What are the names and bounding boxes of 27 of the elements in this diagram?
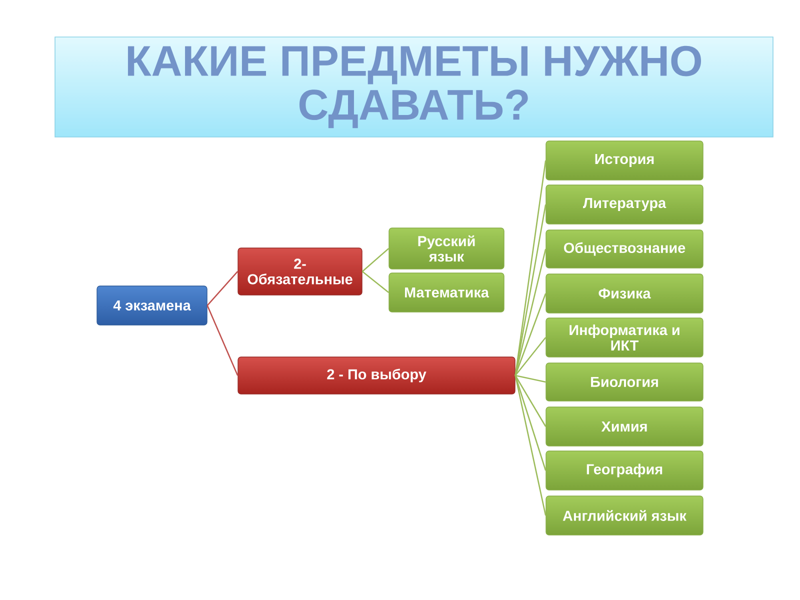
connector-line: [515, 374, 546, 383]
subject-box: Математика: [388, 272, 504, 312]
connector-line: [206, 271, 238, 306]
connector-line: [514, 375, 546, 427]
subject-box: Биология: [546, 362, 704, 402]
connector-line: [514, 375, 546, 471]
title-banner: КАКИЕ ПРЕДМЕТЫ НУЖНО СДАВАТЬ?: [54, 36, 774, 138]
connector-line: [514, 248, 546, 376]
subject-box: Обществознание: [546, 230, 704, 268]
subject-box: Литература: [546, 184, 704, 224]
subject-box: История: [546, 140, 704, 180]
category-box: 2- Обязательные: [238, 248, 362, 296]
connector-line: [514, 204, 546, 376]
root-box: 4 экзамена: [96, 286, 208, 326]
subject-box: Химия: [546, 406, 704, 446]
subject-box: Русский язык: [388, 228, 504, 270]
subject-box: Информатика и ИКТ: [546, 318, 704, 358]
connector-line: [362, 270, 390, 293]
connector-line: [514, 375, 546, 516]
category-box: 2 - По выбору: [238, 356, 516, 394]
subject-box: Английский язык: [546, 496, 704, 536]
connector-line: [514, 293, 546, 376]
connector-line: [514, 337, 546, 376]
subject-box: География: [546, 450, 704, 490]
connector-line: [362, 248, 390, 272]
subject-box: Физика: [546, 274, 704, 314]
connector-line: [206, 305, 238, 376]
